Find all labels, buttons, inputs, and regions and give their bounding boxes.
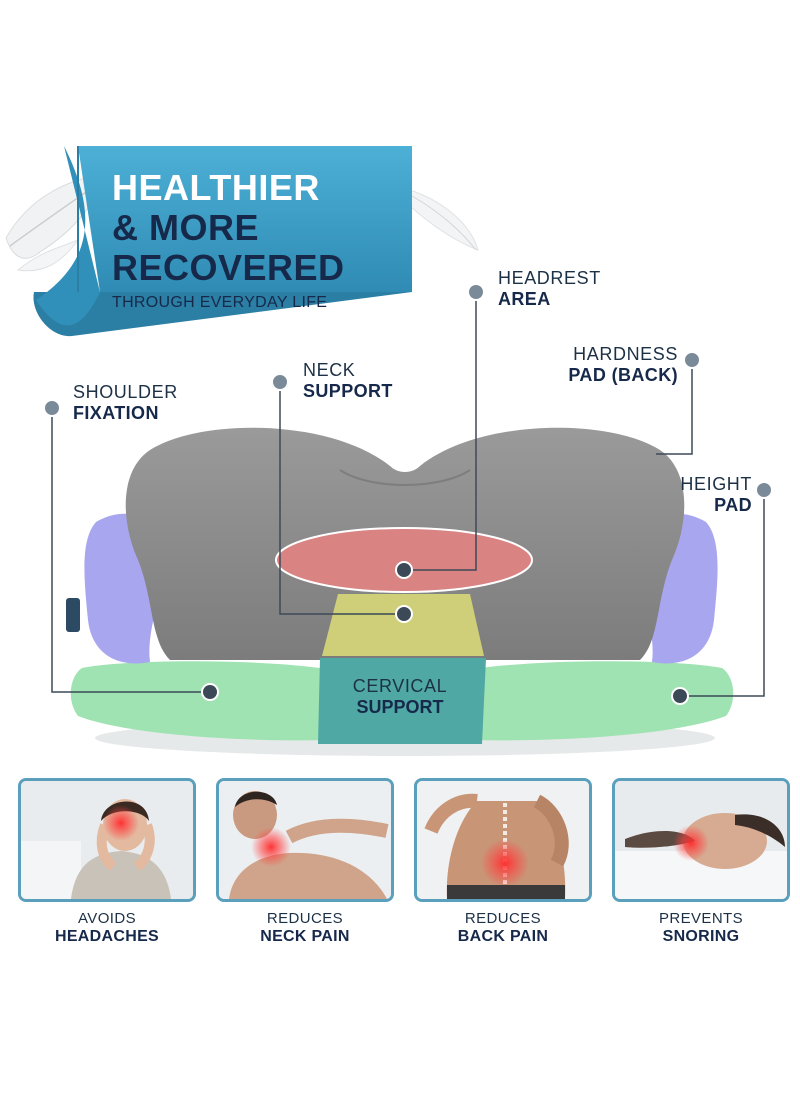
headache-photo: [21, 781, 193, 899]
callout-hardness: HARDNESS PAD (BACK): [540, 344, 678, 386]
benefit-card-headaches: [18, 778, 196, 902]
callout-headrest-line1: HEADREST: [498, 268, 601, 288]
banner-line-1: HEALTHIER: [112, 167, 320, 208]
pain-glow-icon: [103, 805, 139, 841]
benefit-card-back-pain: [414, 778, 592, 902]
benefit-line2: HEADACHES: [54, 928, 160, 945]
leader-lines: [51, 292, 765, 697]
benefit-line1: AVOIDS: [78, 910, 136, 927]
callout-shoulder-line2: FIXATION: [73, 403, 159, 423]
benefit-caption-headaches: AVOIDS HEADACHES: [18, 910, 196, 946]
benefit-line1: REDUCES: [464, 910, 542, 927]
callout-cervical-line2: SUPPORT: [356, 697, 444, 717]
callout-headrest-line2: AREA: [498, 289, 551, 309]
banner-line-3: RECOVERED: [112, 247, 345, 288]
benefit-card-snoring: [612, 778, 790, 902]
pain-glow-icon: [251, 827, 291, 867]
callout-neck-line2: SUPPORT: [303, 381, 393, 401]
snoring-photo: [615, 781, 787, 899]
callout-neck-line1: NECK: [303, 360, 356, 380]
callout-hardness-line1: HARDNESS: [573, 344, 678, 364]
pain-glow-icon: [481, 839, 529, 887]
benefit-caption-snoring: PREVENTS SNORING: [612, 910, 790, 946]
callout-shoulder-line1: SHOULDER: [73, 382, 178, 402]
banner-heading: HEALTHIER & MORE RECOVERED THROUGH EVERY…: [112, 168, 412, 314]
feather-icon: [5, 173, 479, 272]
callout-hardness-line2: PAD (BACK): [568, 365, 678, 385]
benefit-line1: PREVENTS: [658, 910, 744, 927]
callout-height-line2: PAD: [714, 495, 752, 515]
benefit-line1: REDUCES: [266, 910, 344, 927]
callout-height: HEIGHT PAD: [660, 474, 752, 516]
banner-ribbon: [33, 146, 412, 337]
back-pain-photo: [417, 781, 589, 899]
benefit-card-neck-pain: [216, 778, 394, 902]
callout-cervical-line1: CERVICAL: [352, 676, 448, 696]
benefit-line2: NECK PAIN: [260, 928, 350, 945]
pain-glow-icon: [673, 825, 709, 861]
callout-cervical: CERVICAL SUPPORT: [322, 676, 478, 718]
benefit-line2: SNORING: [662, 928, 740, 945]
callout-shoulder: SHOULDER FIXATION: [73, 382, 178, 424]
pillow-illustration: [66, 427, 734, 756]
benefit-caption-back-pain: REDUCES BACK PAIN: [414, 910, 592, 946]
banner-line-2: & MORE: [112, 207, 259, 248]
neck-pain-photo: [219, 781, 391, 899]
benefit-caption-neck-pain: REDUCES NECK PAIN: [216, 910, 394, 946]
benefit-line2: BACK PAIN: [457, 928, 549, 945]
banner-subtitle: THROUGH EVERYDAY LIFE: [112, 294, 328, 311]
callout-headrest: HEADREST AREA: [498, 268, 601, 310]
callout-neck: NECK SUPPORT: [303, 360, 393, 402]
marker-dots: [43, 283, 773, 705]
callout-height-line1: HEIGHT: [680, 474, 752, 494]
